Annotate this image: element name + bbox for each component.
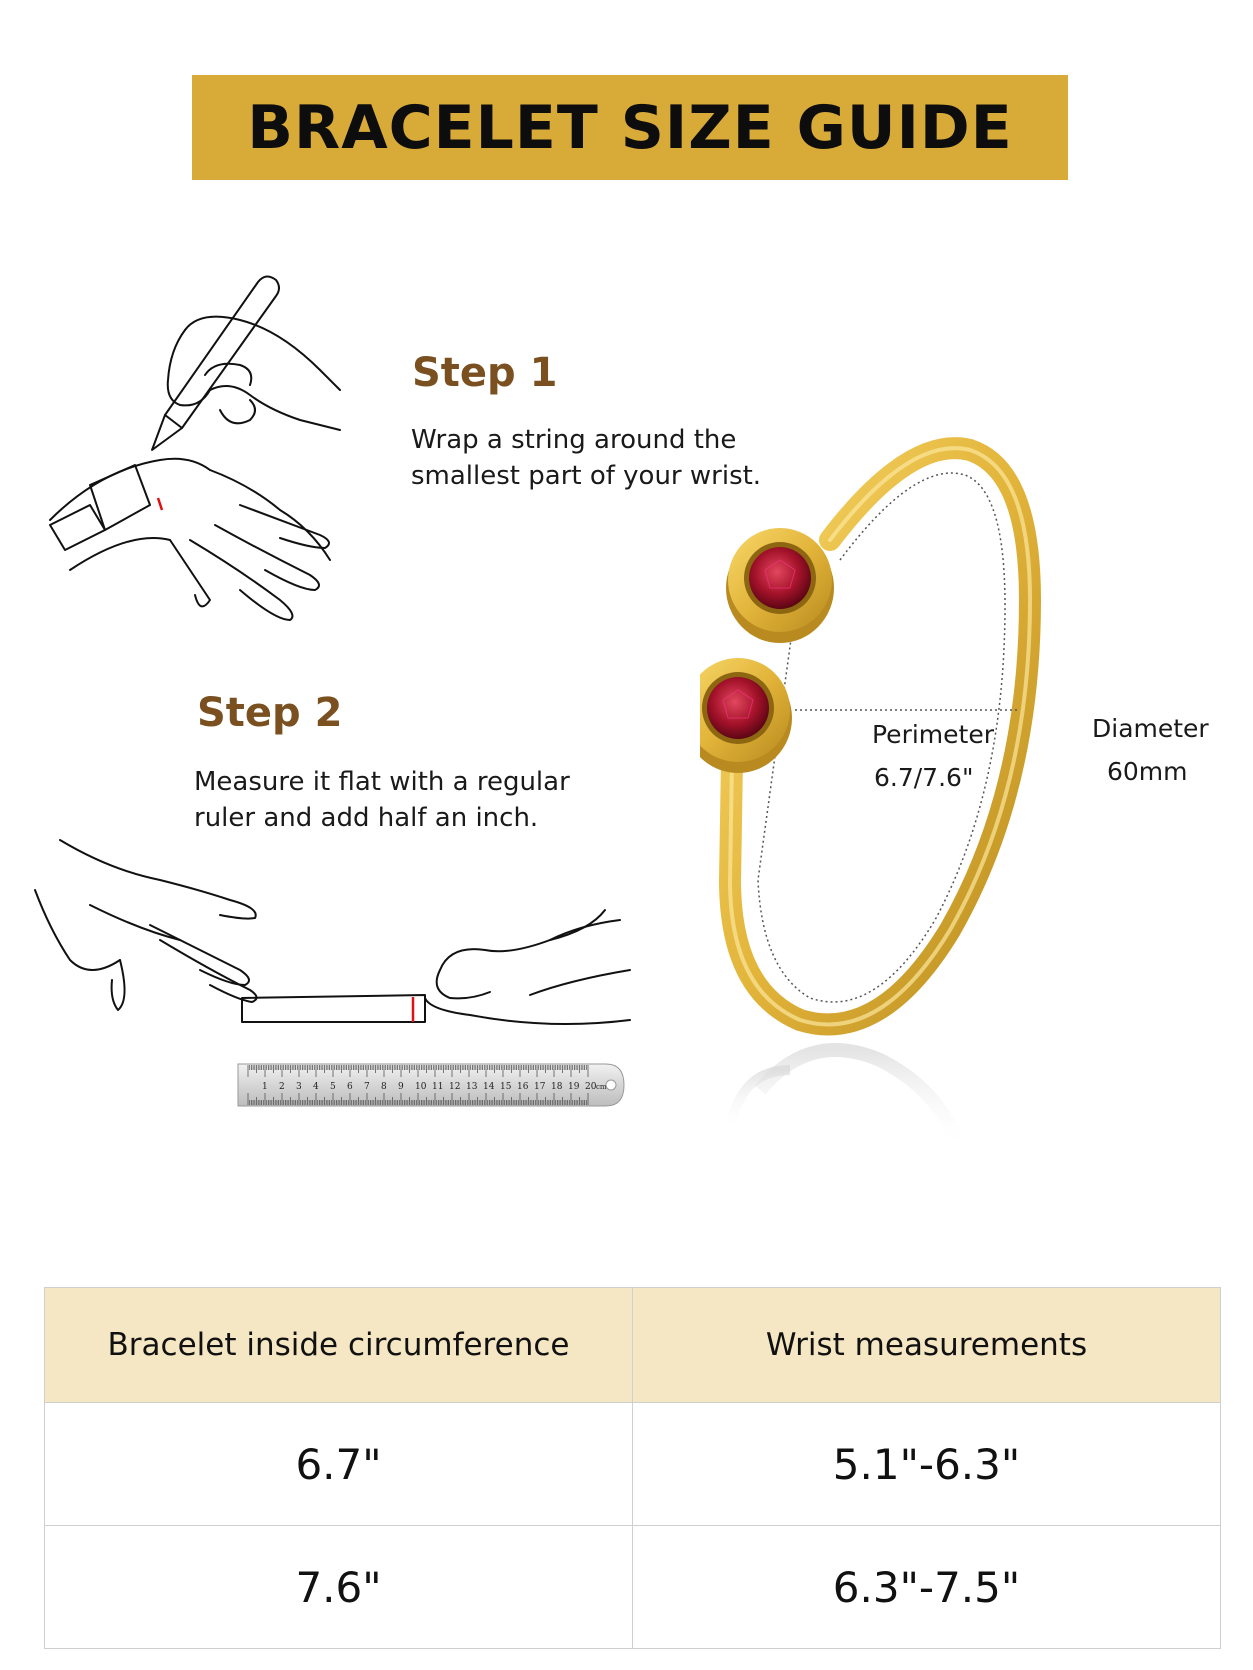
step-1-title: Step 1 xyxy=(412,350,558,396)
circumference-cell: 6.7" xyxy=(44,1402,633,1526)
ruler-number: 6 xyxy=(347,1082,353,1092)
ruler-unit: cm xyxy=(596,1083,607,1091)
measure-flat-illustration xyxy=(34,839,631,1025)
ruler-number: 4 xyxy=(313,1082,319,1092)
step-2-text: Measure it flat with a regular ruler and… xyxy=(194,764,674,836)
wrist-cell: 6.3"-7.5" xyxy=(632,1525,1221,1649)
table-header-row: Bracelet inside circumference Wrist meas… xyxy=(44,1287,1221,1403)
ruler-number: 3 xyxy=(296,1082,302,1092)
perimeter-value: 6.7/7.6" xyxy=(874,763,974,792)
header-circumference: Bracelet inside circumference xyxy=(44,1287,633,1403)
ruler-number: 9 xyxy=(398,1082,404,1092)
table-row: 6.7" 5.1"-6.3" xyxy=(44,1402,1221,1526)
ruler-number: 16 xyxy=(517,1082,529,1092)
ruler-number: 2 xyxy=(279,1082,285,1092)
header-wrist: Wrist measurements xyxy=(632,1287,1221,1403)
diameter-value: 60mm xyxy=(1107,757,1188,786)
ruler-number: 1 xyxy=(262,1082,268,1092)
page-title: BRACELET SIZE GUIDE xyxy=(247,92,1013,163)
ruler-number: 18 xyxy=(551,1082,563,1092)
ruler-number: 17 xyxy=(534,1082,546,1092)
ruler-number: 12 xyxy=(449,1082,460,1092)
wrap-wrist-illustration xyxy=(49,275,341,621)
ruler-number: 13 xyxy=(466,1082,478,1092)
step-2-title: Step 2 xyxy=(197,690,343,736)
bracelet-illustration xyxy=(700,437,1042,1153)
table-row: 7.6" 6.3"-7.5" xyxy=(44,1525,1221,1649)
ruler-number: 20 xyxy=(585,1082,597,1092)
step-2-line-1: Measure it flat with a regular xyxy=(194,767,570,797)
circumference-cell: 7.6" xyxy=(44,1525,633,1649)
title-banner: BRACELET SIZE GUIDE xyxy=(192,75,1068,180)
step-1-text: Wrap a string around the smallest part o… xyxy=(411,422,851,494)
ruler-number: 5 xyxy=(330,1082,336,1092)
step-1-line-2: smallest part of your wrist. xyxy=(411,461,762,491)
diameter-label: Diameter xyxy=(1092,714,1209,743)
ruler-number: 14 xyxy=(483,1082,495,1092)
ruler-number: 15 xyxy=(500,1082,512,1092)
step-1-line-1: Wrap a string around the xyxy=(411,425,737,455)
ruler-number: 7 xyxy=(364,1082,370,1092)
ruler-number: 10 xyxy=(415,1082,427,1092)
step-2-line-2: ruler and add half an inch. xyxy=(194,803,539,833)
wrist-cell: 5.1"-6.3" xyxy=(632,1402,1221,1526)
ruler-number: 11 xyxy=(432,1082,443,1092)
perimeter-label: Perimeter xyxy=(872,720,994,749)
size-table: Bracelet inside circumference Wrist meas… xyxy=(44,1287,1221,1649)
ruler-number: 19 xyxy=(568,1082,580,1092)
ruler-number: 8 xyxy=(381,1082,387,1092)
